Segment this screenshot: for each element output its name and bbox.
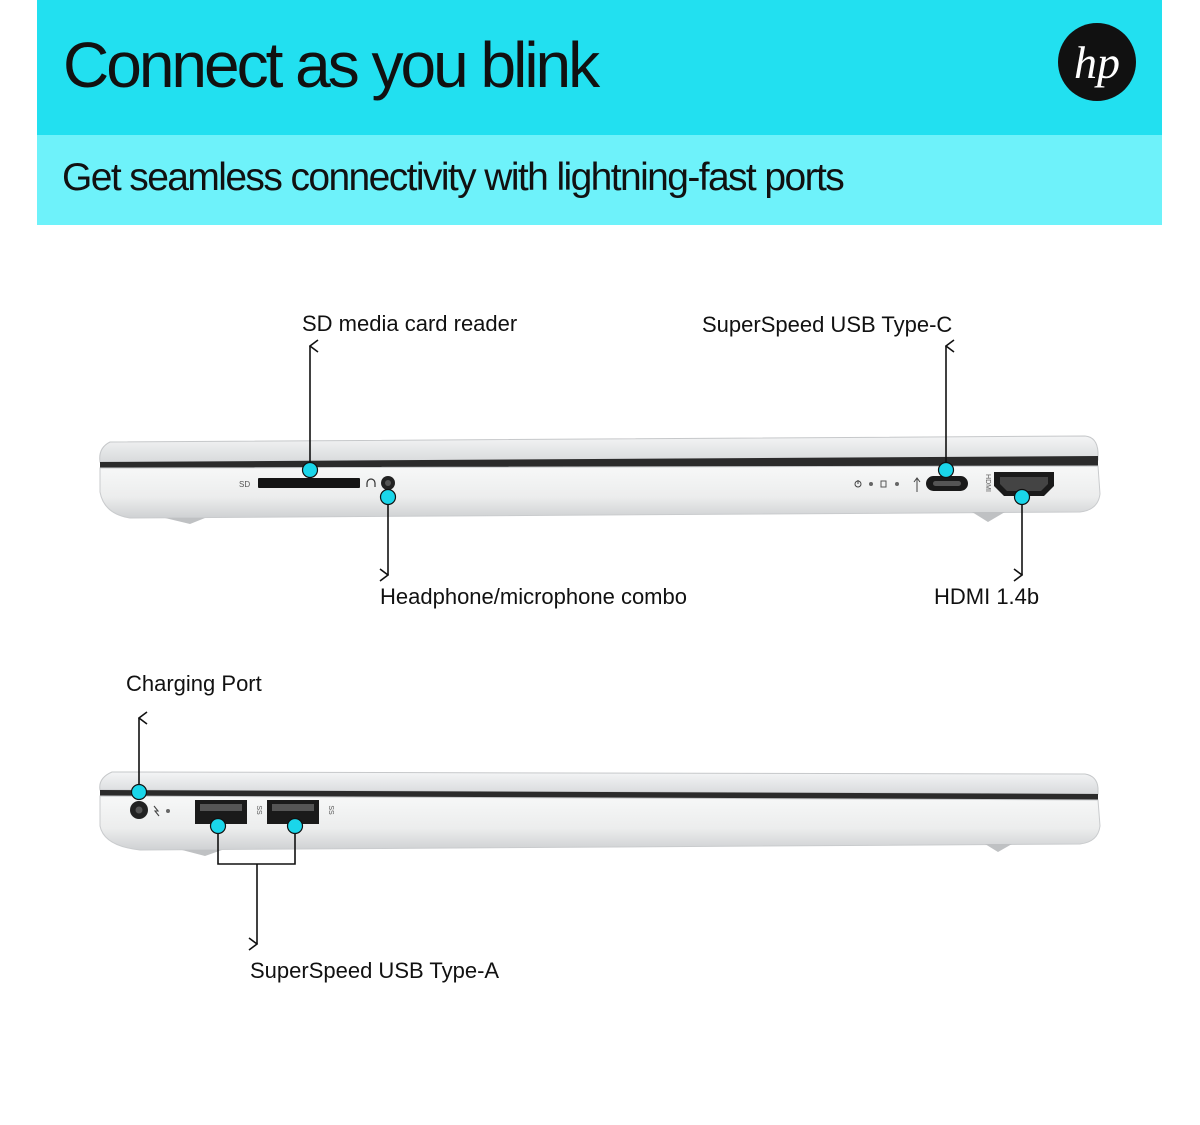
usb-a-label: SuperSpeed USB Type-A [250,958,500,983]
power-icon [854,480,862,488]
laptop-left-side: SS SS [99,771,1101,856]
markers-right-side [301,461,1031,506]
led-indicator [869,482,873,486]
hp-logo-icon: hp [1058,23,1136,101]
charging-icon [153,805,160,817]
sd-engraving: SD [239,480,250,489]
usba-marker-1 [209,817,227,835]
sd-card-slot [258,478,360,488]
hp-logo-text: hp [1074,37,1120,88]
headline-banner [37,0,1162,135]
sd-card-reader-label: SD media card reader [302,311,518,336]
markers-left-side [130,783,304,835]
audio-combo-label: Headphone/microphone combo [380,584,687,609]
hdmi-marker [1013,488,1031,506]
hdmi-label: HDMI 1.4b [934,584,1040,609]
subheadline-banner [37,135,1162,225]
charging-port-label: Charging Port [126,671,262,696]
usba-marker-2 [286,817,304,835]
usb-a-engraving-2: SS [327,805,334,815]
hdmi-engraving: HDMI [984,474,991,492]
charging-led [166,809,170,813]
headphone-icon [366,478,376,487]
usb-icon [913,477,921,492]
headline: Connect as you blink [63,29,600,101]
laptop-right-side: SD HDMI [99,435,1101,524]
usbc-marker [937,461,955,479]
callouts-left-side [139,718,296,944]
sd-marker [301,461,319,479]
usb-c-label: SuperSpeed USB Type-C [702,312,953,337]
usb-a-engraving-1: SS [255,805,262,815]
drive-icon [880,480,887,488]
audio-marker [379,488,397,506]
led-indicator-2 [895,482,899,486]
charging-marker [130,783,148,801]
callouts-right-side [310,346,1022,575]
subheadline: Get seamless connectivity with lightning… [62,156,845,199]
